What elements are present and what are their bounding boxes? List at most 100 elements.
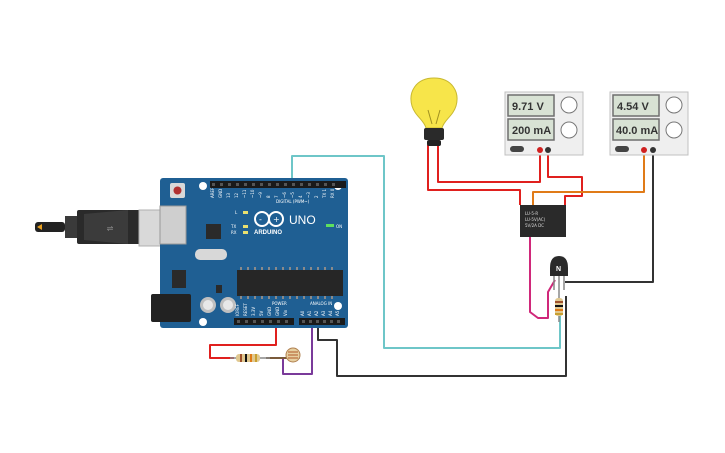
- relay-label-2: LU-5V(AC): [525, 217, 546, 222]
- mount-hole: [334, 302, 342, 310]
- pin-label: GND: [275, 307, 280, 316]
- terminal-positive[interactable]: [537, 147, 543, 153]
- pin-label: 12: [234, 192, 239, 198]
- pin-label: A0: [300, 310, 305, 316]
- atmega-chip: [237, 270, 343, 296]
- usb-port: [159, 205, 187, 245]
- svg-text:+: +: [273, 215, 280, 224]
- mount-hole: [199, 318, 207, 326]
- svg-text:⇌: ⇌: [107, 224, 114, 233]
- wire-red-5v[interactable]: [209, 322, 277, 359]
- led-tx: [243, 225, 248, 228]
- pin-label: 5V: [259, 310, 264, 316]
- arduino-logo: - +: [254, 211, 284, 227]
- led-l: [243, 211, 248, 214]
- pin-label: ~5: [290, 192, 295, 198]
- usb-chip: [206, 224, 221, 239]
- pin-label: 8: [266, 195, 271, 198]
- board-model: UNO: [289, 213, 316, 227]
- voltage-display: [507, 94, 555, 117]
- led-tx-label: TX: [230, 224, 236, 229]
- current-knob[interactable]: [665, 121, 683, 139]
- board-brand: ARDUINO: [254, 230, 282, 236]
- pin-label: RX 0: [330, 188, 335, 198]
- pin-label: A2: [314, 310, 319, 316]
- pin-label: 2: [314, 195, 319, 198]
- wire-purple-analog[interactable]: [282, 322, 313, 375]
- digital-header-label: DIGITAL (PWM~): [276, 199, 310, 204]
- relay[interactable]: LU-5-R LU-5V(AC) 5V/2A DC: [520, 205, 566, 237]
- wire-red-bulb-a[interactable]: [427, 145, 521, 205]
- digital-pin-labels: AREF GND 13 12 ~11 ~10 ~9 8 7 ~6 ~5 4 ~3…: [210, 187, 335, 199]
- relay-label-3: 5V/2A DC: [525, 223, 544, 228]
- led-l-label: L: [235, 210, 238, 215]
- power-switch[interactable]: [510, 146, 524, 152]
- current-readout: 200 mA: [512, 125, 551, 137]
- wire-black-ground[interactable]: [317, 296, 567, 377]
- wire-black-supply2[interactable]: [565, 150, 654, 283]
- power-supply-1[interactable]: 9.71 V 200 mA: [504, 91, 584, 156]
- pin-label: ~9: [258, 192, 263, 198]
- led-rx: [243, 231, 248, 234]
- svg-text:-: -: [259, 215, 262, 224]
- analog-pin-labels: A0 A1 A2 A3 A4 A5: [300, 310, 340, 316]
- crystal: [195, 249, 227, 260]
- pin-label: 13: [226, 192, 231, 198]
- led-on: [326, 224, 334, 227]
- npn-transistor[interactable]: N: [550, 256, 568, 290]
- pin-label: IOREF: [235, 303, 240, 316]
- pin-label: GND: [218, 189, 223, 198]
- wire-orange-supply2[interactable]: [532, 150, 645, 205]
- current-knob[interactable]: [560, 121, 578, 139]
- terminal-negative[interactable]: [545, 147, 551, 153]
- wire-red-bulb-b[interactable]: [437, 145, 541, 183]
- mount-hole: [199, 182, 207, 190]
- power-pin-labels: IOREF RESET 3.3V 5V GND GND Vin: [235, 303, 288, 316]
- power-jack: [151, 294, 191, 322]
- pin-label: ~10: [250, 189, 255, 198]
- pin-label: ~11: [242, 189, 247, 198]
- current-readout: 40.0 mA: [616, 125, 658, 137]
- pin-label: TX 1: [322, 189, 327, 199]
- light-bulb[interactable]: [410, 77, 458, 146]
- voltage-display: [612, 94, 660, 117]
- analog-header[interactable]: [299, 318, 345, 325]
- led-rx-label: RX: [231, 230, 237, 235]
- current-display: [507, 118, 555, 141]
- wire-teal-signal[interactable]: [291, 155, 561, 349]
- pin-label: 7: [274, 195, 279, 198]
- pin-label: ~3: [306, 192, 311, 198]
- relay-label-1: LU-5-R: [525, 211, 538, 216]
- pin-label: A4: [328, 310, 333, 316]
- transistor-label: N: [556, 266, 561, 273]
- pulldown-resistor[interactable]: [230, 354, 270, 362]
- pin-label: 3.3V: [251, 307, 256, 316]
- pin-label: A1: [307, 310, 312, 316]
- pin-label: 4: [298, 195, 303, 198]
- pin-label: A5: [335, 310, 340, 316]
- voltage-knob[interactable]: [560, 96, 578, 114]
- wire-red-supply1[interactable]: [547, 150, 583, 205]
- analog-header-label: ANALOG IN: [310, 301, 332, 306]
- photoresistor[interactable]: [285, 347, 301, 363]
- power-supply-2[interactable]: 4.54 V 40.0 mA: [609, 91, 689, 156]
- voltage-knob[interactable]: [665, 96, 683, 114]
- voltage-readout: 4.54 V: [617, 101, 649, 113]
- wire-magenta-relay[interactable]: [529, 237, 556, 319]
- pin-label: AREF: [210, 187, 215, 198]
- pin-label: RESET: [243, 303, 248, 316]
- pin-label: GND: [267, 307, 272, 316]
- led-on-label: ON: [336, 224, 342, 229]
- pin-label: Vin: [283, 309, 288, 316]
- terminal-negative[interactable]: [650, 147, 656, 153]
- wires: [209, 145, 654, 377]
- base-resistor[interactable]: [555, 290, 563, 322]
- current-display: [612, 118, 660, 141]
- power-switch[interactable]: [615, 146, 629, 152]
- power-header-label: POWER: [272, 301, 287, 306]
- terminal-positive[interactable]: [641, 147, 647, 153]
- pin-label: ~6: [282, 192, 287, 198]
- arduino-board[interactable]: AREF GND 13 12 ~11 ~10 ~9 8 7 ~6 ~5 4 ~3…: [151, 178, 348, 328]
- voltage-readout: 9.71 V: [512, 101, 544, 113]
